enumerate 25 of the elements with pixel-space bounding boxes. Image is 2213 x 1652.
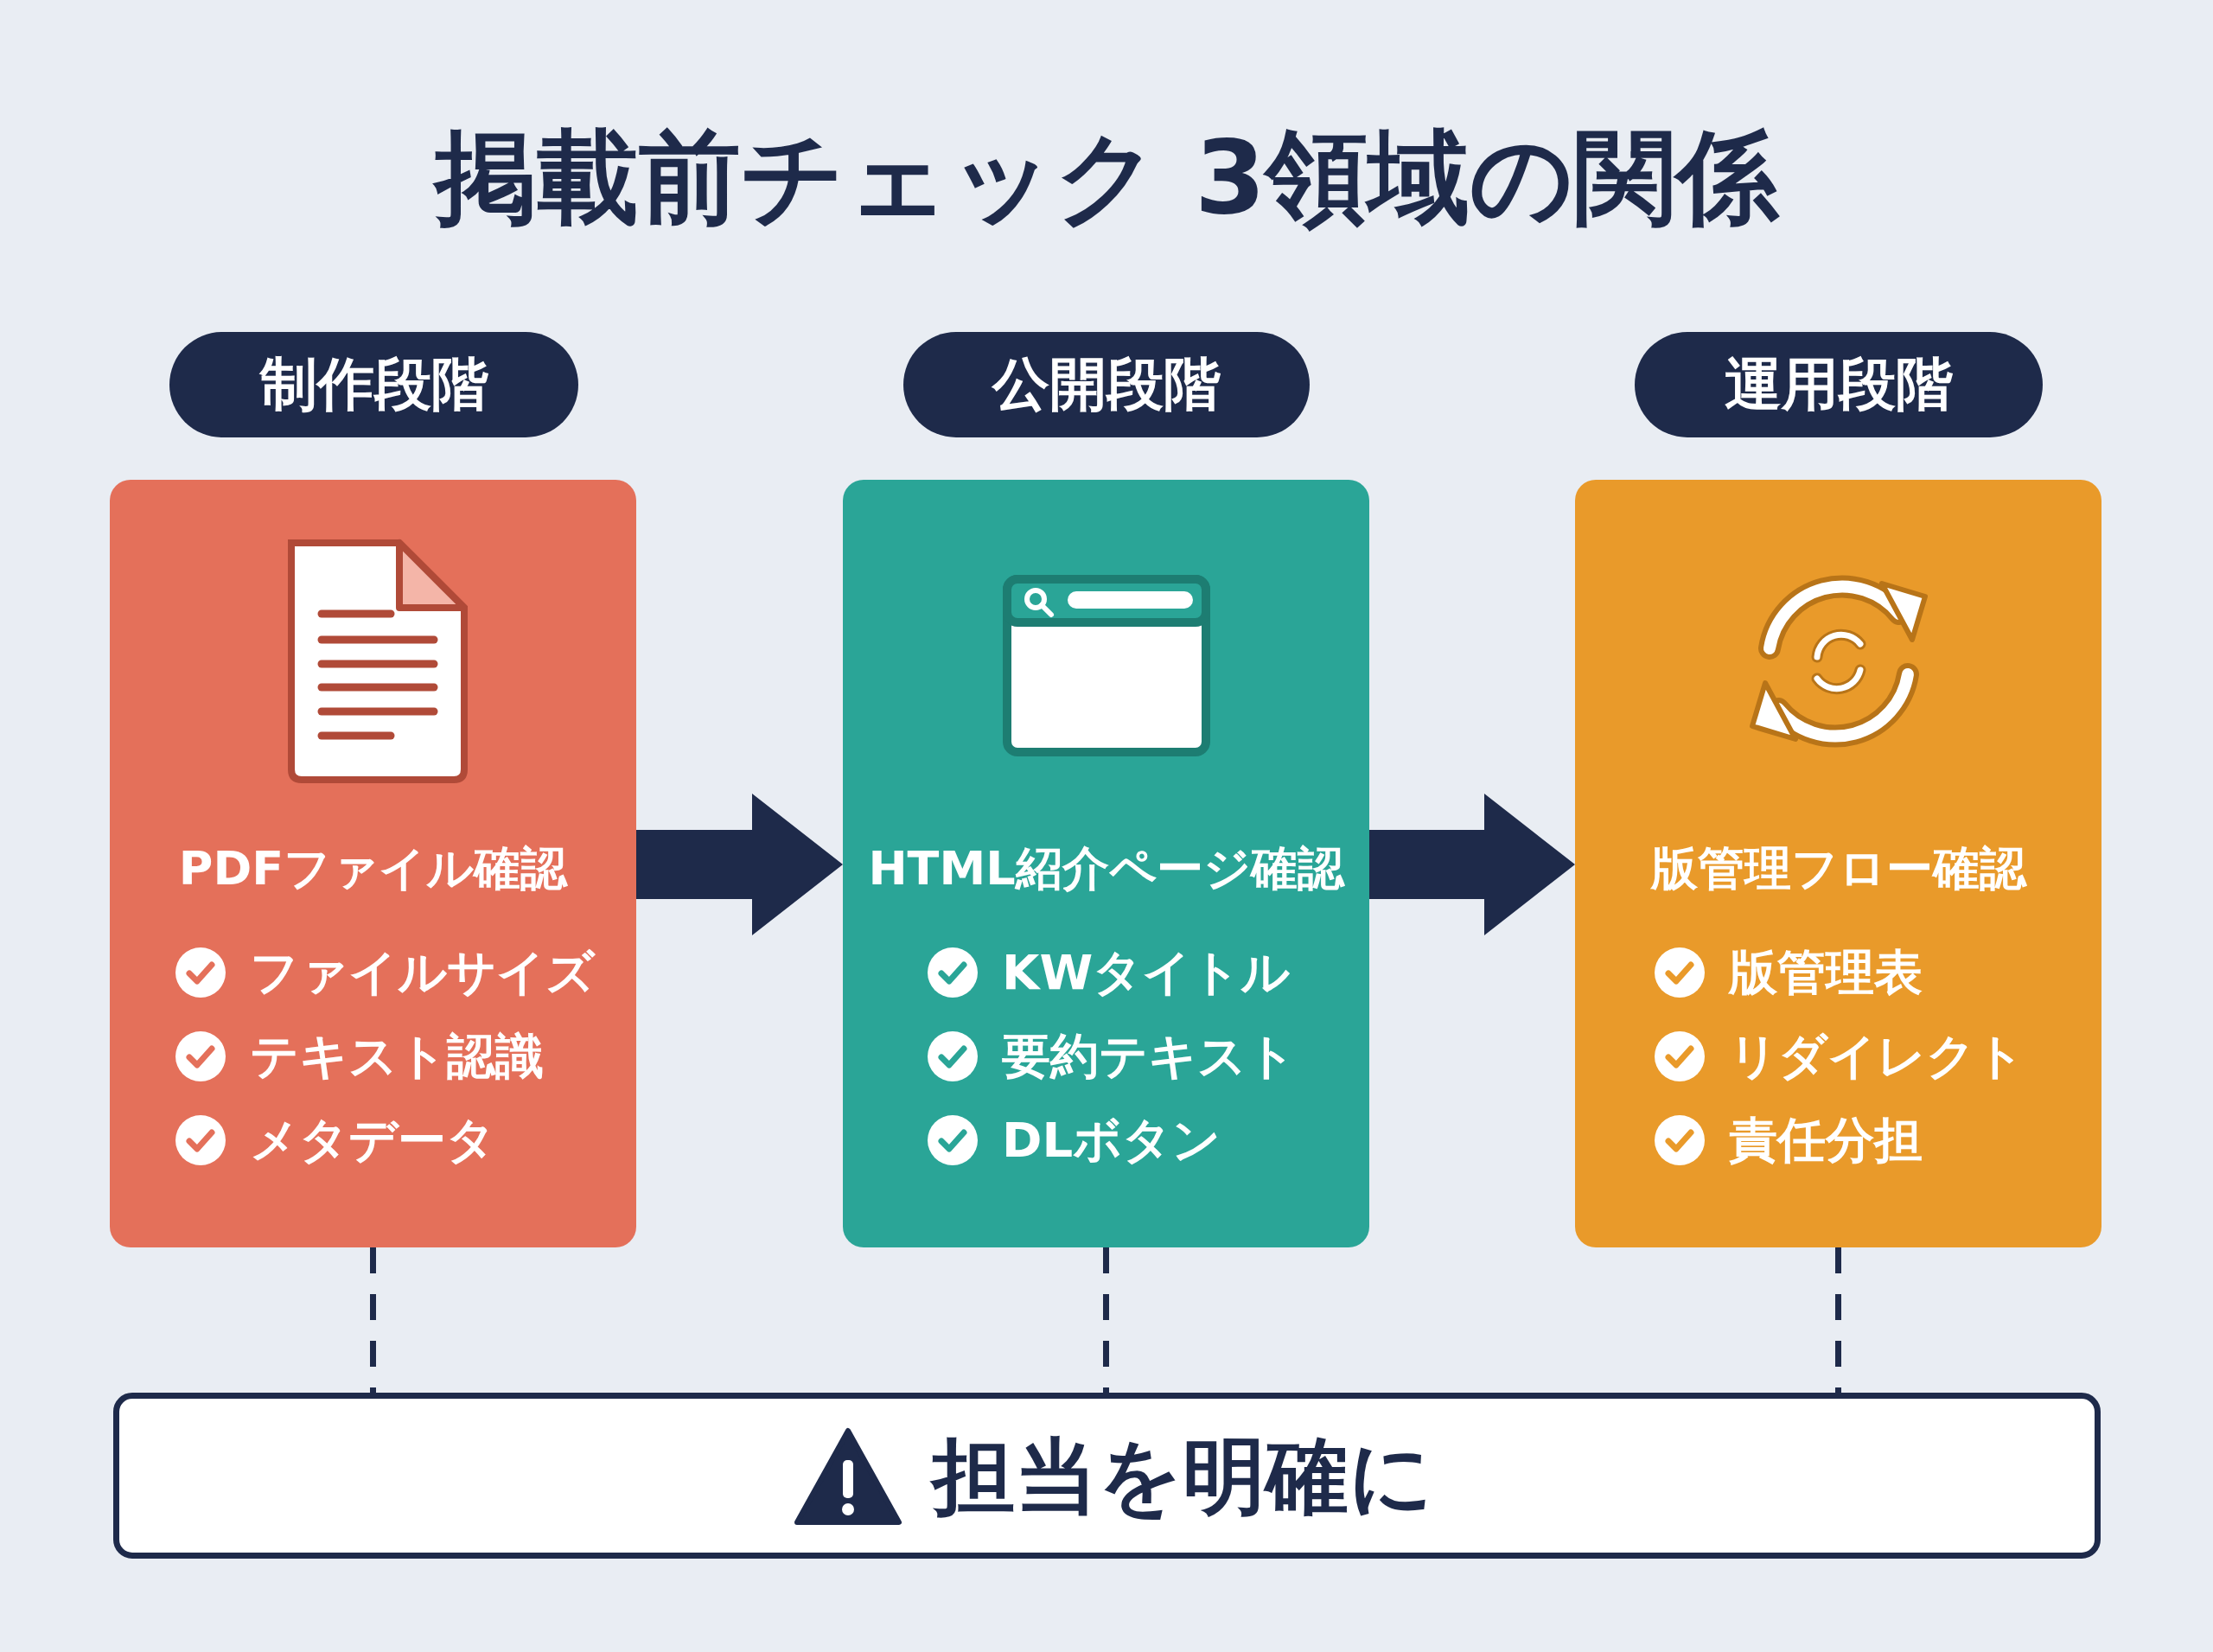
checklist-item: リダイレクト [1729, 1027, 2025, 1086]
card-heading: HTML紹介ページ確認 [867, 840, 1346, 897]
connector-line [1103, 1247, 1109, 1393]
arrow [1369, 794, 1575, 935]
card-heading: 版管理フロー確認 [1649, 840, 2028, 897]
checklist-item: KWタイトル [1002, 943, 1291, 1002]
check-card [110, 480, 636, 1247]
connector-line [1835, 1247, 1841, 1393]
check-card [1575, 480, 2101, 1247]
check-card [843, 480, 1369, 1247]
stage-label: 公開段階 [903, 332, 1310, 437]
stage-label: 運用段階 [1635, 332, 2043, 437]
connector-line [370, 1247, 376, 1393]
notice-box [113, 1393, 2101, 1559]
checklist-item: 版管理表 [1729, 943, 1923, 1002]
card-heading: PDFファイル確認 [177, 840, 569, 897]
title: 掲載前チェック 3領域の関係 [431, 117, 1781, 239]
checklist-item: ファイルサイズ [250, 943, 595, 1002]
arrow [636, 794, 843, 935]
checklist-item: 要約テキスト [1002, 1027, 1296, 1086]
checklist-item: DLボタン [1002, 1111, 1221, 1170]
checklist-item: メタデータ [250, 1111, 495, 1170]
checklist-item: 責任分担 [1729, 1111, 1923, 1170]
checklist-item: テキスト認識 [250, 1027, 544, 1086]
stage-label: 制作段階 [169, 332, 578, 437]
